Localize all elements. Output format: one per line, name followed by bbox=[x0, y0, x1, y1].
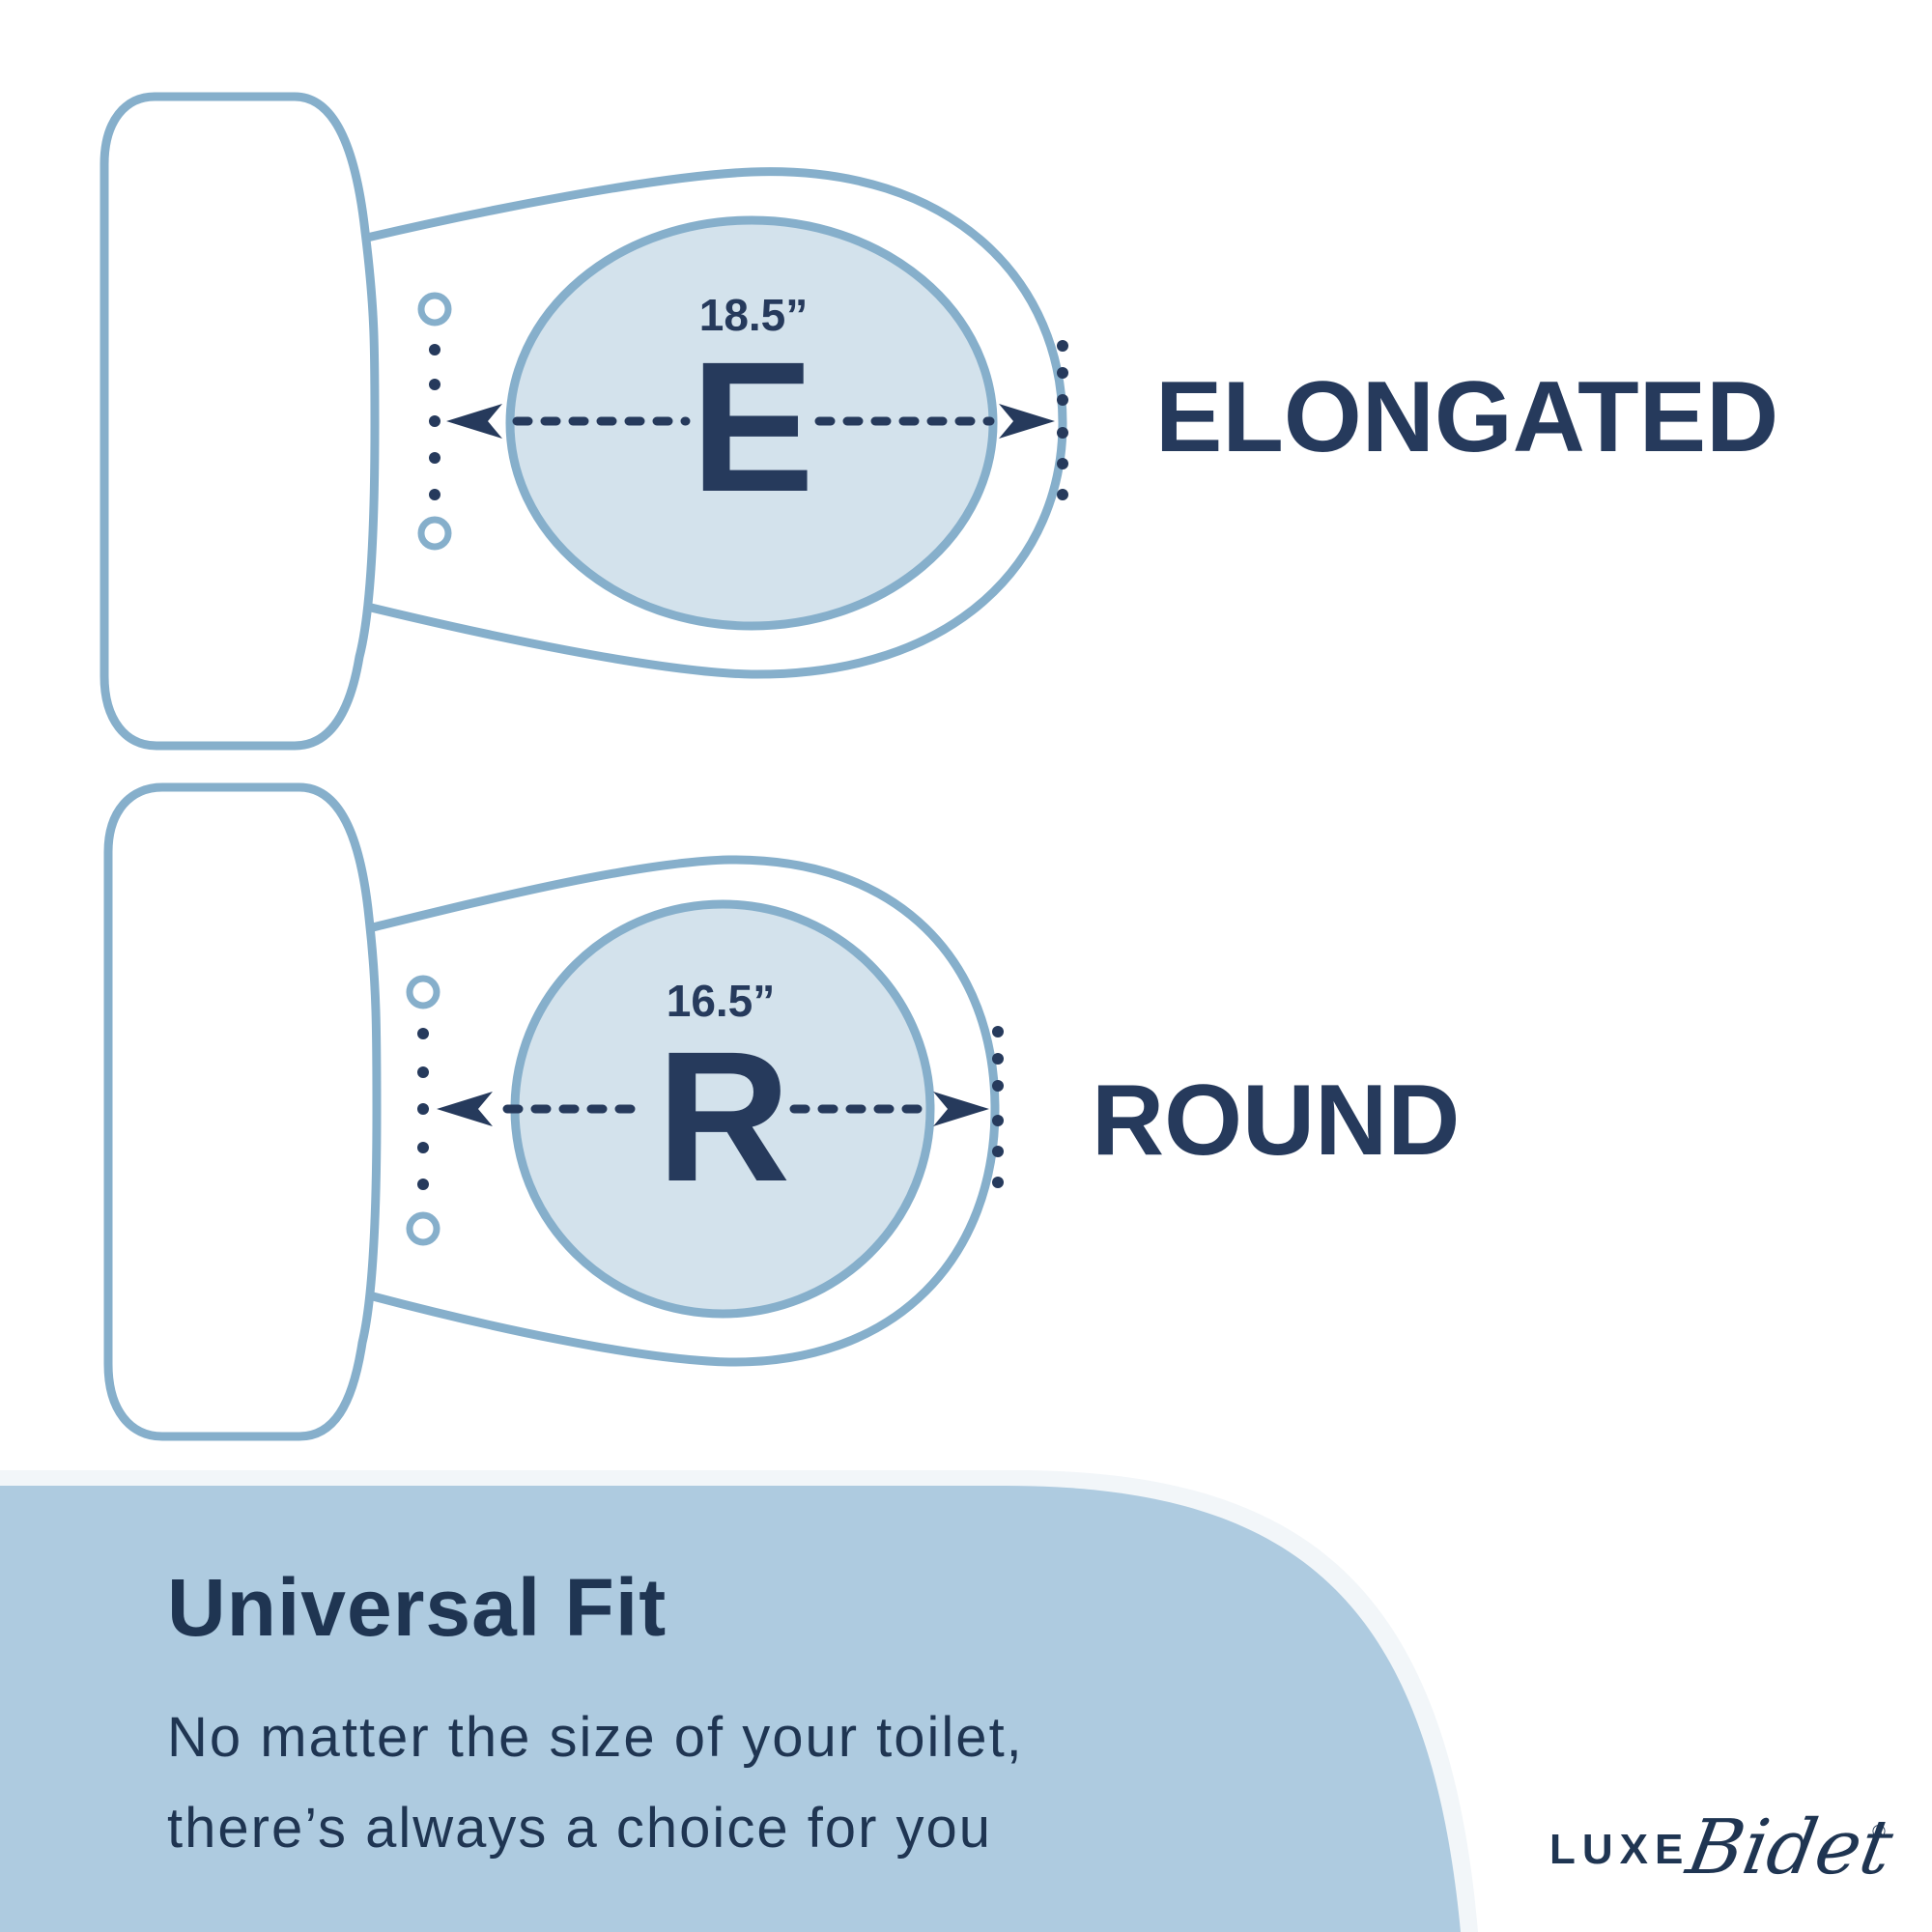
round-bowl bbox=[371, 855, 1000, 1367]
brand-registered-mark: ® bbox=[1870, 1822, 1888, 1842]
elongated-bowl bbox=[365, 167, 1067, 679]
elongated-toilet: 18.5” E bbox=[99, 92, 1068, 751]
round-toilet: 16.5” R bbox=[103, 782, 1004, 1441]
round-letter: R bbox=[657, 1012, 791, 1220]
round-hinge-marks bbox=[406, 975, 440, 1246]
brand-logo-bidet: Bidet bbox=[1681, 1804, 1899, 1891]
footer-description-line-1: No matter the size of your toilet, bbox=[167, 1706, 1024, 1769]
brand-logo: LUXE Bidet ® bbox=[1546, 1804, 1899, 1895]
round-measurement: 16.5” bbox=[667, 976, 776, 1026]
elongated-letter: E bbox=[691, 323, 814, 530]
brand-logo-luxe: LUXE bbox=[1549, 1826, 1690, 1873]
elongated-hinge-marks bbox=[417, 292, 452, 551]
round-label: ROUND bbox=[1092, 1065, 1460, 1177]
footer-description: No matter the size of your toilet, there… bbox=[167, 1692, 1326, 1874]
footer-title: Universal Fit bbox=[167, 1562, 668, 1653]
elongated-tank bbox=[99, 92, 380, 751]
elongated-label: ELONGATED bbox=[1155, 361, 1778, 473]
round-tank bbox=[103, 782, 382, 1441]
elongated-edge-marks bbox=[1057, 340, 1068, 500]
round-edge-marks bbox=[992, 1026, 1004, 1188]
footer-panel bbox=[0, 1486, 1461, 1932]
footer-description-line-2: there’s always a choice for you bbox=[167, 1797, 993, 1860]
elongated-measurement: 18.5” bbox=[699, 290, 809, 340]
round-measure-line bbox=[437, 1092, 989, 1126]
elongated-measure-line bbox=[446, 404, 1055, 439]
